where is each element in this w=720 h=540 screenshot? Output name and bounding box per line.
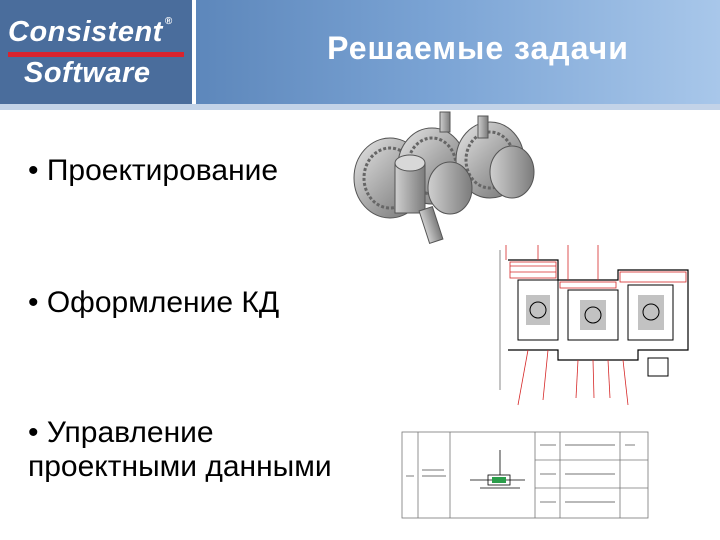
gear-assembly-image <box>353 111 535 244</box>
logo-text-software: Software <box>24 57 151 89</box>
logo-text-consistent: Consistent <box>8 16 163 48</box>
header: Consistent® Software Решаемые задачи <box>0 0 720 110</box>
logo-red-rule <box>8 52 184 57</box>
bullet-data-management-line2: проектными данными <box>28 450 332 483</box>
specification-document-image <box>400 430 650 520</box>
bullet-documentation: • Оформление КД <box>28 286 280 319</box>
header-divider <box>0 104 720 110</box>
technical-drawing-image <box>498 240 696 412</box>
title-banner: Решаемые задачи <box>196 0 720 105</box>
bullet-data-management: • Управление проектными данными <box>28 416 332 484</box>
company-logo: Consistent® Software <box>0 0 192 105</box>
slide-title: Решаемые задачи <box>327 30 629 66</box>
bullet-data-management-line1: • Управление <box>28 416 214 449</box>
logo-registered-mark: ® <box>164 16 173 27</box>
bullet-design: • Проектирование <box>28 154 279 187</box>
